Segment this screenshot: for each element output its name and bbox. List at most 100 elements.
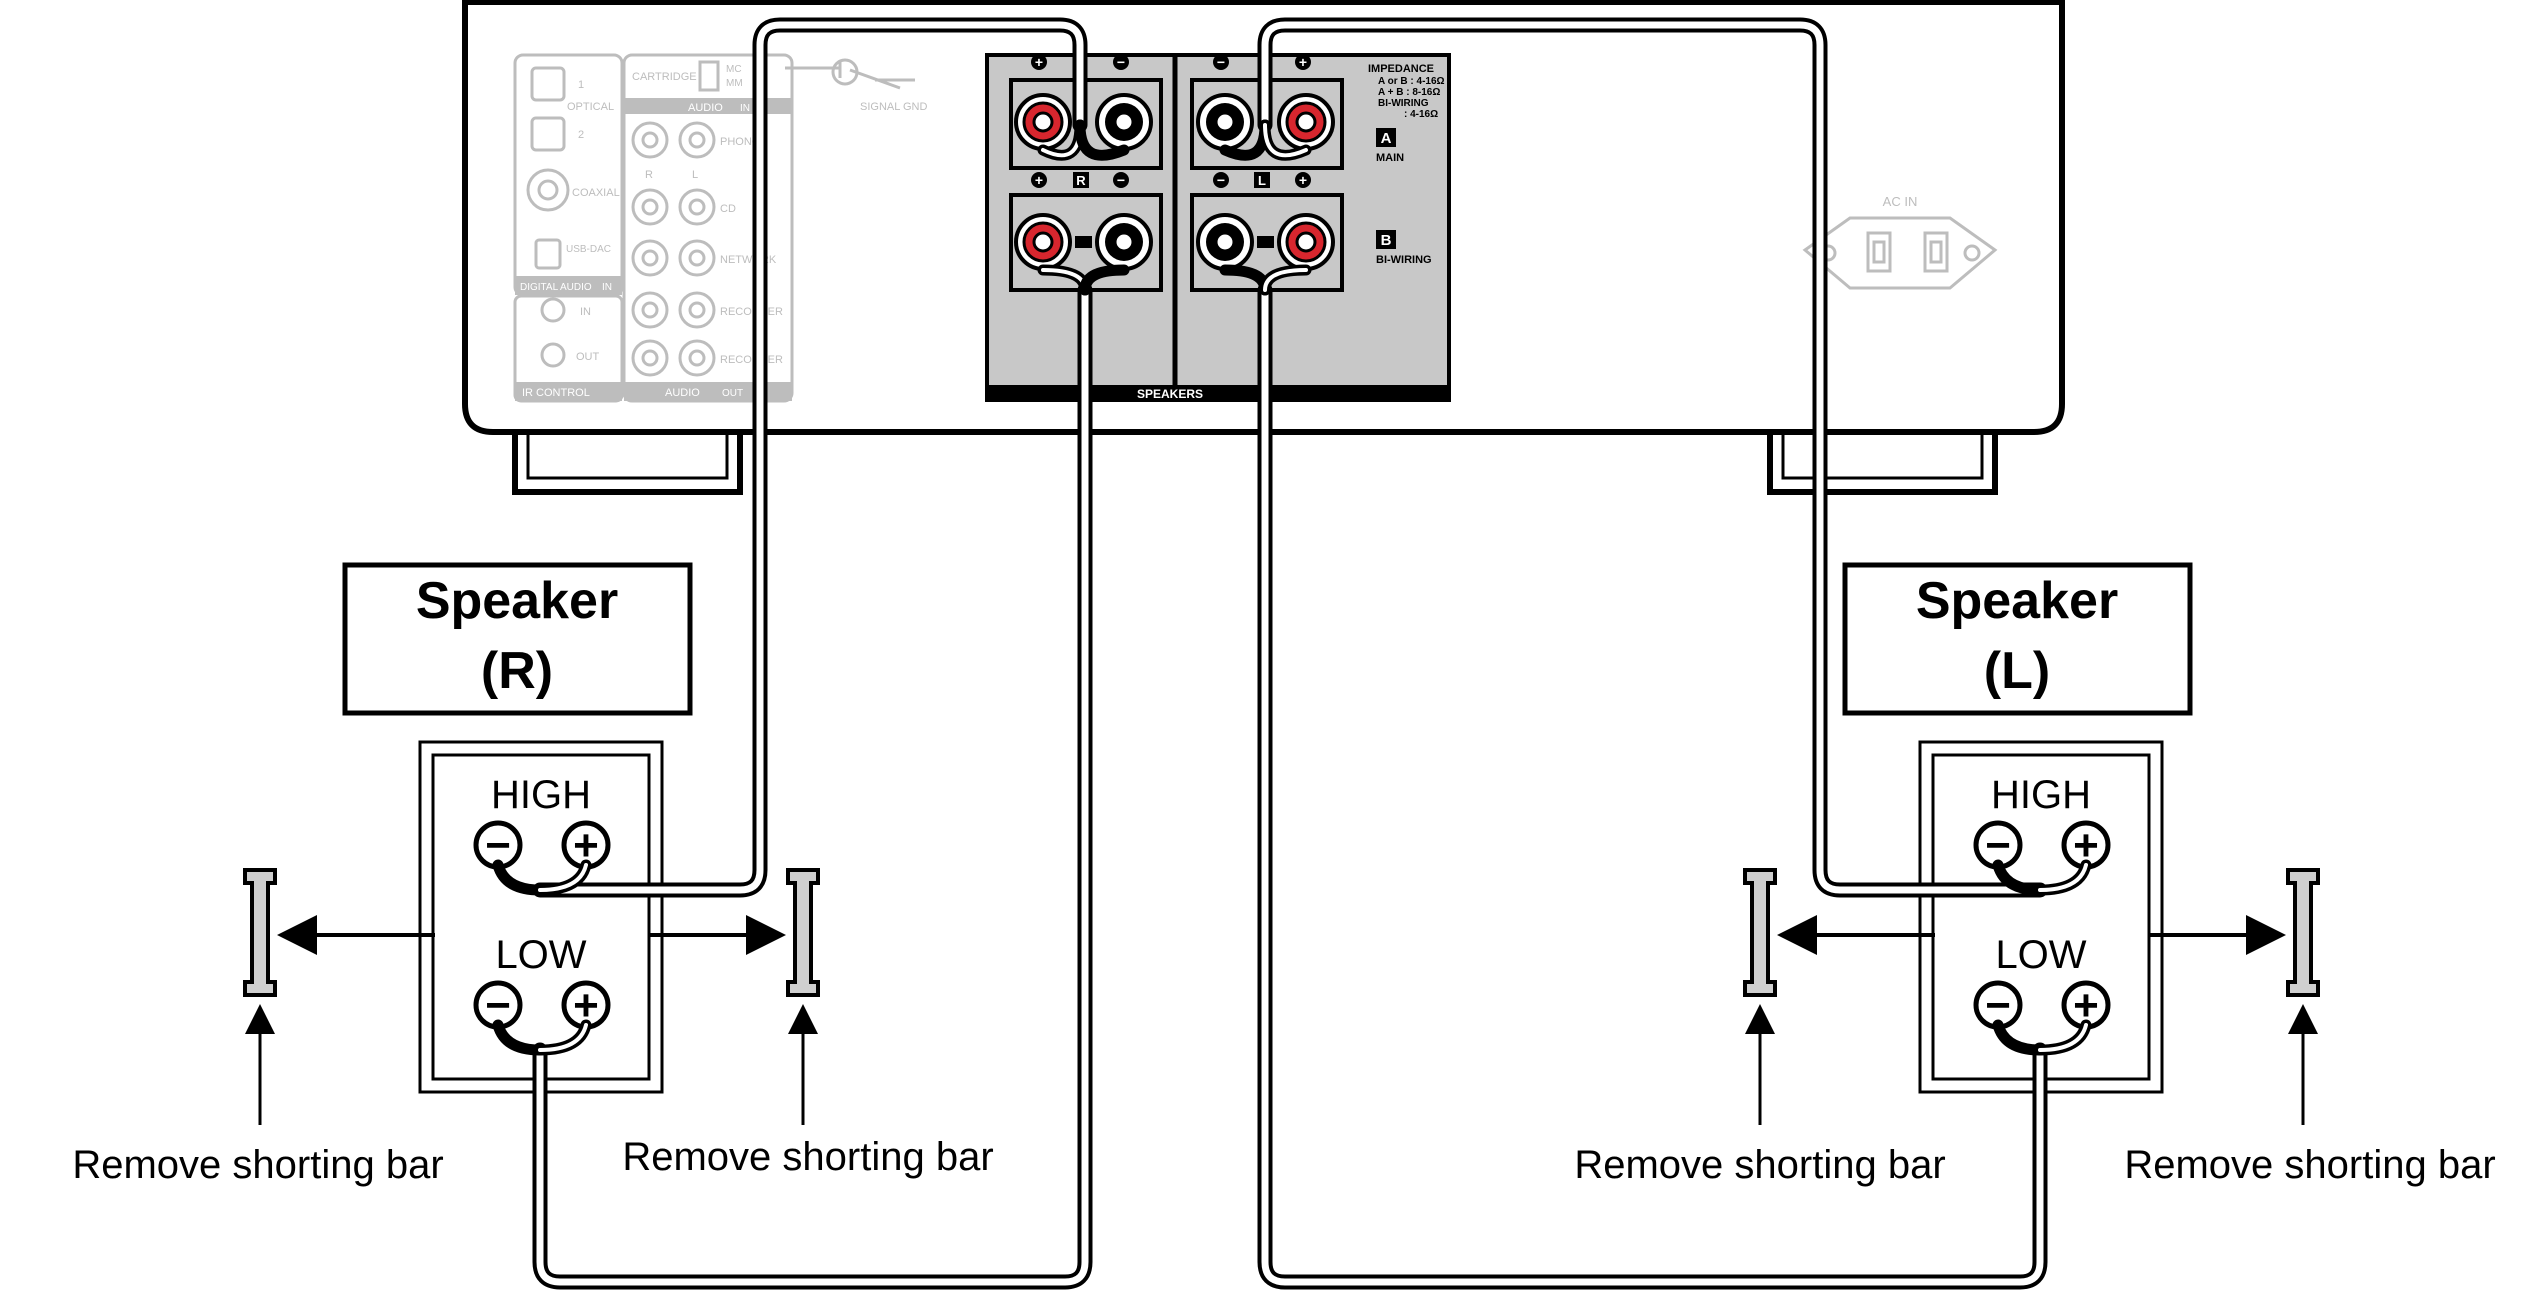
speaker-terminals-panel: SPEAKERS + − − + + R − − L + bbox=[985, 53, 1451, 402]
cartridge-switch bbox=[698, 60, 720, 92]
svg-text:+: + bbox=[1035, 172, 1043, 188]
svg-text:−: − bbox=[1117, 172, 1125, 188]
speaker-r-terminal-panel: HIGH LOW − + − + bbox=[418, 740, 664, 1094]
impedance-line-1: A or B : 4-16Ω bbox=[1378, 76, 1445, 87]
signal-gnd-terminal bbox=[785, 60, 915, 90]
impedance-block: IMPEDANCE A or B : 4-16Ω A + B : 8-16Ω B… bbox=[1368, 63, 1445, 266]
cable-r-low-inner bbox=[536, 286, 1089, 1286]
ir-control-label: IR CONTROL bbox=[522, 387, 590, 399]
main-badge bbox=[1376, 128, 1396, 147]
remove-shorting-bar-l-right: Remove shorting bar bbox=[2124, 1143, 2495, 1187]
binding-posts bbox=[1014, 93, 1335, 271]
svg-text:−: − bbox=[1217, 172, 1225, 188]
foot-left bbox=[512, 432, 743, 495]
ir-in-jack bbox=[540, 297, 566, 323]
svg-text:+: + bbox=[1035, 54, 1043, 70]
remove-shorting-bar-r-left: Remove shorting bar bbox=[72, 1143, 443, 1187]
speaker-r-shorting-bar-right bbox=[786, 868, 820, 997]
digital-audio-tag bbox=[515, 276, 622, 295]
usb-dac-label: USB-DAC bbox=[566, 244, 611, 255]
cartridge-label: CARTRIDGE bbox=[632, 71, 697, 83]
svg-text:−: − bbox=[1217, 54, 1225, 70]
input-panel: 1 OPTICAL 2 COAXIAL USB-DAC DIGITAL AUDI… bbox=[513, 53, 927, 403]
ir-control-tag bbox=[515, 382, 622, 401]
network-label: NETWORK bbox=[720, 254, 777, 266]
coaxial-jack bbox=[526, 168, 570, 212]
digital-audio-label: DIGITAL AUDIO bbox=[520, 282, 592, 293]
channel-l-badge: L bbox=[1258, 173, 1266, 188]
ir-out-label: OUT bbox=[576, 351, 600, 363]
audio-in-tag bbox=[624, 98, 792, 114]
foot-left-inner bbox=[526, 432, 729, 480]
ir-in-label: IN bbox=[580, 306, 591, 318]
optical-label: OPTICAL bbox=[567, 101, 614, 113]
speaker-r-shorting-bar-left bbox=[243, 868, 277, 997]
speaker-l-title-box bbox=[1842, 562, 2193, 716]
speaker-cables bbox=[492, 17, 2092, 1290]
usb-dac-jack bbox=[534, 238, 562, 270]
svg-text:B: B bbox=[1381, 232, 1392, 249]
optical-1-jack bbox=[530, 66, 566, 102]
main-label: MAIN bbox=[1376, 152, 1404, 164]
audio-out-tag-label: OUT bbox=[722, 388, 743, 399]
polarity-badges-top: + − − + bbox=[1031, 54, 1311, 70]
mc-label: MC bbox=[726, 64, 742, 75]
impedance-line-2: A + B : 8-16Ω bbox=[1378, 87, 1440, 98]
audio-in-tag-label: IN bbox=[740, 103, 750, 114]
coaxial-jack-inner bbox=[537, 179, 559, 201]
foot-right-inner bbox=[1781, 432, 1984, 480]
audio-in-label: AUDIO bbox=[688, 102, 723, 114]
bi-wiring-badge bbox=[1376, 230, 1396, 249]
cable-l-low-inner bbox=[1261, 286, 2044, 1286]
speaker-r-title-line1: Speaker bbox=[416, 572, 618, 630]
speaker-r-title-box bbox=[342, 562, 693, 716]
signal-gnd-label: SIGNAL GND bbox=[860, 101, 927, 113]
ac-in-label: AC IN bbox=[1883, 194, 1918, 209]
speaker-l-title-line2: (L) bbox=[1984, 642, 2050, 700]
speaker-l-shorting-bar-left bbox=[1743, 868, 1777, 997]
speaker-r-low-label: LOW bbox=[495, 933, 586, 977]
svg-text:+: + bbox=[1299, 172, 1307, 188]
recorder-label: RECORDER bbox=[720, 306, 783, 318]
svg-text:A: A bbox=[1381, 130, 1392, 147]
svg-text:+: + bbox=[1299, 54, 1307, 70]
cable-r-high-inner bbox=[536, 21, 1084, 894]
optical-2-jack bbox=[530, 116, 566, 152]
coaxial-label: COAXIAL bbox=[572, 187, 620, 199]
optical-2-label: 2 bbox=[578, 129, 584, 141]
phono-label: PHONO bbox=[720, 136, 761, 148]
channel-l-label: L bbox=[692, 169, 698, 181]
speaker-l-low-label: LOW bbox=[1995, 933, 2086, 977]
svg-text:−: − bbox=[1117, 54, 1125, 70]
speaker-r-title-line2: (R) bbox=[481, 642, 553, 700]
polarity-badges-middle: + R − − L + bbox=[1031, 172, 1311, 188]
channel-r-label: R bbox=[645, 169, 653, 181]
shorting-bars: Remove shorting bar Remove shorting bar … bbox=[72, 868, 2496, 1187]
impedance-title: IMPEDANCE bbox=[1368, 63, 1434, 75]
speaker-l-shorting-bar-right bbox=[2286, 868, 2320, 997]
rca-jacks bbox=[631, 121, 716, 377]
optical-1-label: 1 bbox=[578, 79, 584, 91]
speaker-l-title-line1: Speaker bbox=[1916, 572, 2118, 630]
audio-out-label: AUDIO bbox=[665, 387, 700, 399]
speaker-r-title: Speaker (R) bbox=[342, 562, 693, 716]
cd-label: CD bbox=[720, 203, 736, 215]
speaker-l-terminal-panel: HIGH LOW − + − + bbox=[1918, 740, 2164, 1094]
impedance-line-3: BI-WIRING bbox=[1378, 98, 1429, 109]
remove-shorting-bar-r-right: Remove shorting bar bbox=[622, 1135, 993, 1179]
audio-out-tag bbox=[624, 382, 792, 401]
foot-right bbox=[1767, 432, 1998, 495]
mm-label: MM bbox=[726, 78, 743, 89]
digital-in-tag: IN bbox=[602, 282, 612, 293]
speaker-l-title: Speaker (L) bbox=[1842, 562, 2193, 716]
ir-out-jack bbox=[540, 342, 566, 368]
speaker-r-high-label: HIGH bbox=[491, 773, 591, 817]
ac-inlet: AC IN bbox=[1802, 194, 1998, 290]
speakers-label: SPEAKERS bbox=[1137, 387, 1203, 401]
recorder-out-label: RECORDER bbox=[720, 354, 783, 366]
signal-gnd-screw bbox=[831, 58, 859, 86]
remove-shorting-bar-l-left: Remove shorting bar bbox=[1574, 1143, 1945, 1187]
ac-inlet-body bbox=[1802, 216, 1998, 290]
